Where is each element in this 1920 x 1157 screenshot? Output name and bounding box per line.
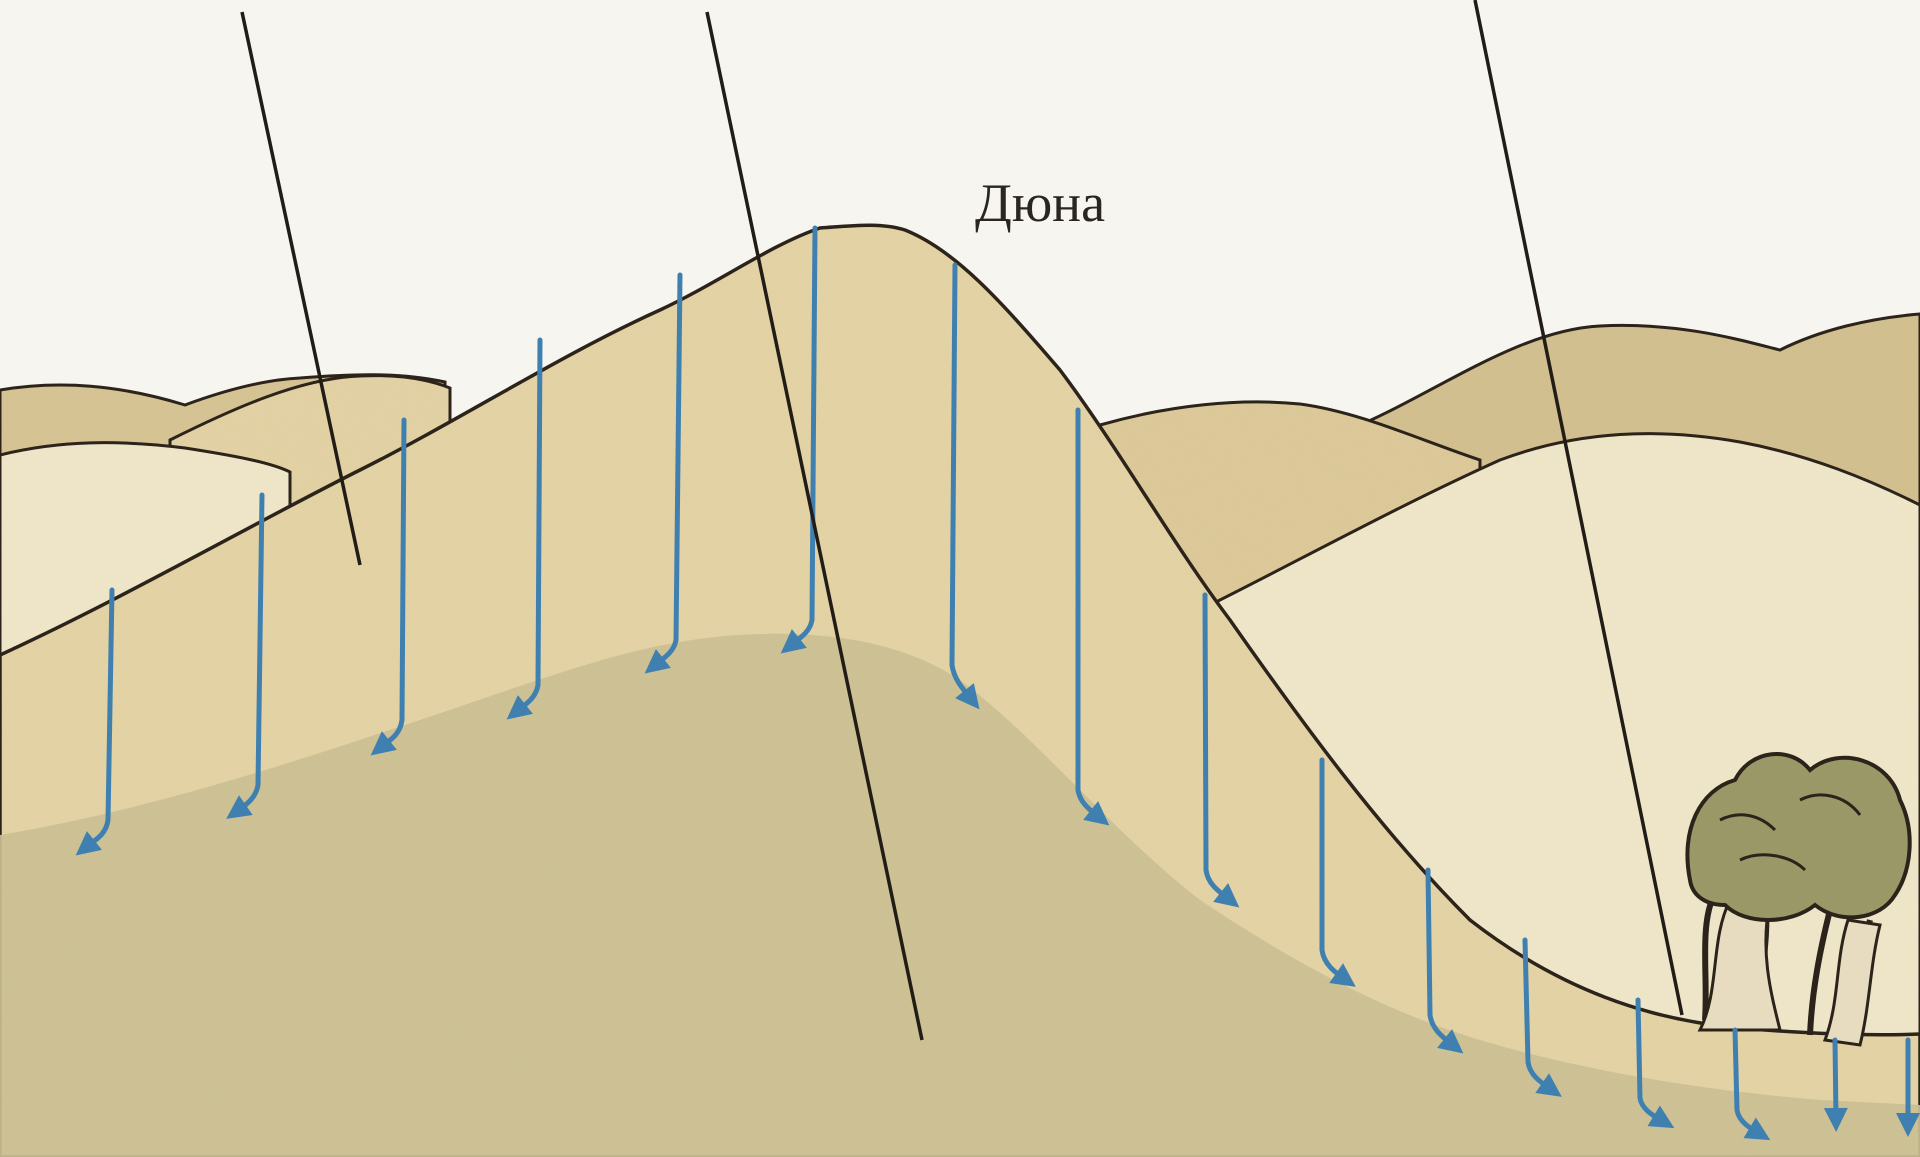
- dune-label: Дюна: [975, 172, 1105, 234]
